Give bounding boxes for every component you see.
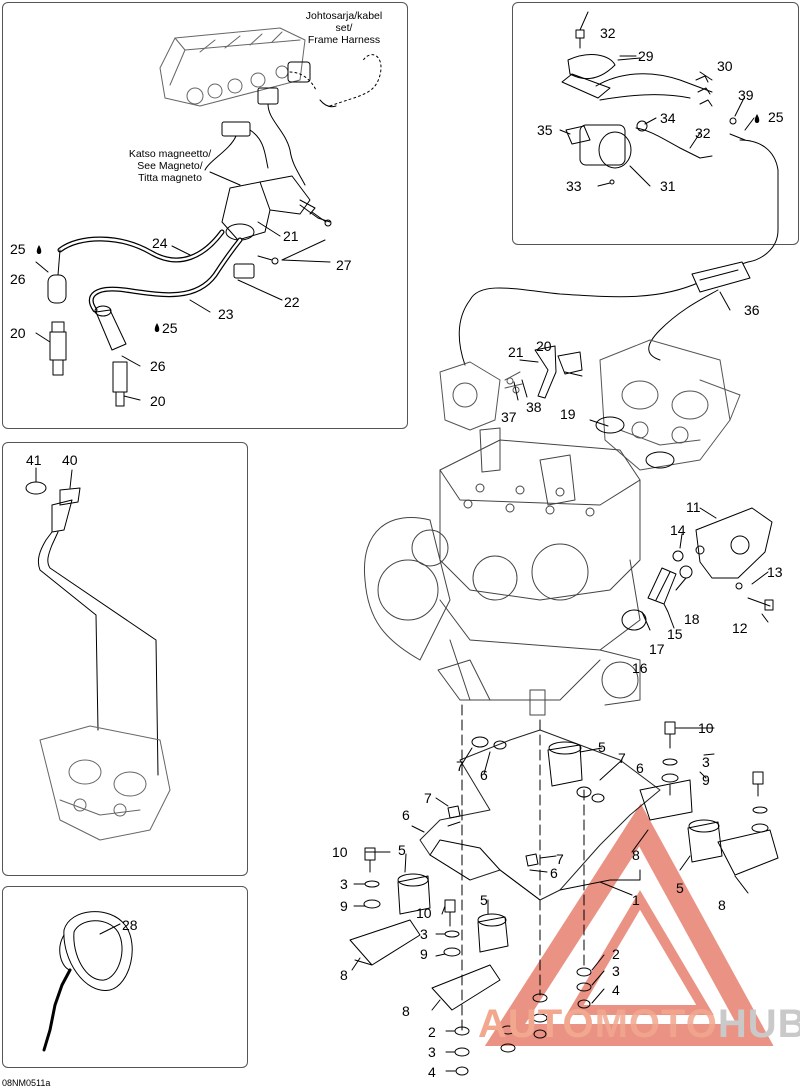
figure-code: 08NM0511a	[2, 1078, 51, 1088]
callout-30: 30	[717, 58, 733, 74]
callout-36: 36	[744, 302, 760, 318]
frame-harness-note: Johtosarja/kabel set/ Frame Harness	[305, 10, 383, 46]
callout-7d: 7	[556, 851, 564, 867]
callout-8d: 8	[718, 897, 726, 913]
callout-31: 31	[660, 178, 676, 194]
callout-6: 6	[480, 767, 488, 783]
callout-2: 2	[612, 946, 620, 962]
callout-3d: 3	[612, 963, 620, 979]
callout-27: 27	[336, 257, 352, 273]
callout-19: 19	[560, 406, 576, 422]
callout-20: 20	[10, 325, 26, 341]
callout-22: 22	[284, 294, 300, 310]
sensor-harness-panel	[2, 442, 248, 876]
callout-4b: 4	[428, 1064, 436, 1080]
callout-10b: 10	[332, 844, 348, 860]
callout-25b: 25	[162, 320, 178, 336]
callout-10c: 10	[416, 905, 432, 921]
callout-37: 37	[501, 409, 517, 425]
callout-23: 23	[218, 306, 234, 322]
callout-21b: 21	[508, 344, 524, 360]
callout-4: 4	[612, 982, 620, 998]
callout-9: 9	[702, 772, 710, 788]
callout-12: 12	[732, 620, 748, 636]
callout-25: 25	[10, 241, 26, 257]
callout-40: 40	[62, 452, 78, 468]
callout-6c: 6	[402, 807, 410, 823]
callout-5c: 5	[480, 892, 488, 908]
callout-18: 18	[684, 611, 700, 627]
callout-8b: 8	[340, 967, 348, 983]
callout-32b: 32	[695, 125, 711, 141]
callout-6d: 6	[550, 865, 558, 881]
callout-1: 1	[632, 892, 640, 908]
callout-7c: 7	[424, 790, 432, 806]
callout-20c: 20	[536, 338, 552, 354]
callout-25c: 25	[768, 109, 784, 125]
callout-26b: 26	[150, 358, 166, 374]
callout-29: 29	[638, 48, 654, 64]
frame-harness-connector-drawing	[159, 27, 306, 107]
callout-24: 24	[152, 235, 168, 251]
watermark-triangle-icon	[484, 803, 774, 1046]
callout-14: 14	[670, 522, 686, 538]
callout-5: 5	[598, 739, 606, 755]
callout-9b: 9	[340, 898, 348, 914]
callout-3c: 3	[420, 926, 428, 942]
callout-3b: 3	[340, 876, 348, 892]
callout-28: 28	[122, 917, 138, 933]
callout-41: 41	[26, 452, 42, 468]
callout-38: 38	[526, 399, 542, 415]
ignition-coil-panel	[2, 2, 408, 429]
callout-16: 16	[632, 660, 648, 676]
callout-15: 15	[667, 626, 683, 642]
watermark-logo: AUTOMOTOHUB	[478, 1002, 800, 1046]
callout-2b: 2	[428, 1024, 436, 1040]
callout-7: 7	[456, 758, 464, 774]
callout-8c: 8	[402, 1003, 410, 1019]
callout-10: 10	[698, 720, 714, 736]
callout-11: 11	[686, 499, 701, 515]
handlebar-switch-panel	[512, 2, 799, 245]
callout-8: 8	[632, 847, 640, 863]
callout-9c: 9	[420, 946, 428, 962]
callout-5b: 5	[398, 842, 406, 858]
callout-34: 34	[660, 110, 676, 126]
callout-21: 21	[283, 228, 299, 244]
callout-20b: 20	[150, 393, 166, 409]
callout-35: 35	[537, 122, 553, 138]
callout-39: 39	[738, 87, 754, 103]
callout-5d: 5	[676, 880, 684, 896]
callout-13: 13	[767, 564, 783, 580]
callout-3e: 3	[428, 1044, 436, 1060]
see-magneto-note: Katso magneetto/ See Magneto/ Titta magn…	[128, 148, 212, 184]
callout-26: 26	[10, 271, 26, 287]
callout-6b: 6	[636, 760, 644, 776]
callout-7b: 7	[618, 750, 626, 766]
callout-33: 33	[566, 178, 582, 194]
callout-3: 3	[702, 754, 710, 770]
callout-17: 17	[649, 641, 665, 657]
callout-32: 32	[600, 25, 616, 41]
